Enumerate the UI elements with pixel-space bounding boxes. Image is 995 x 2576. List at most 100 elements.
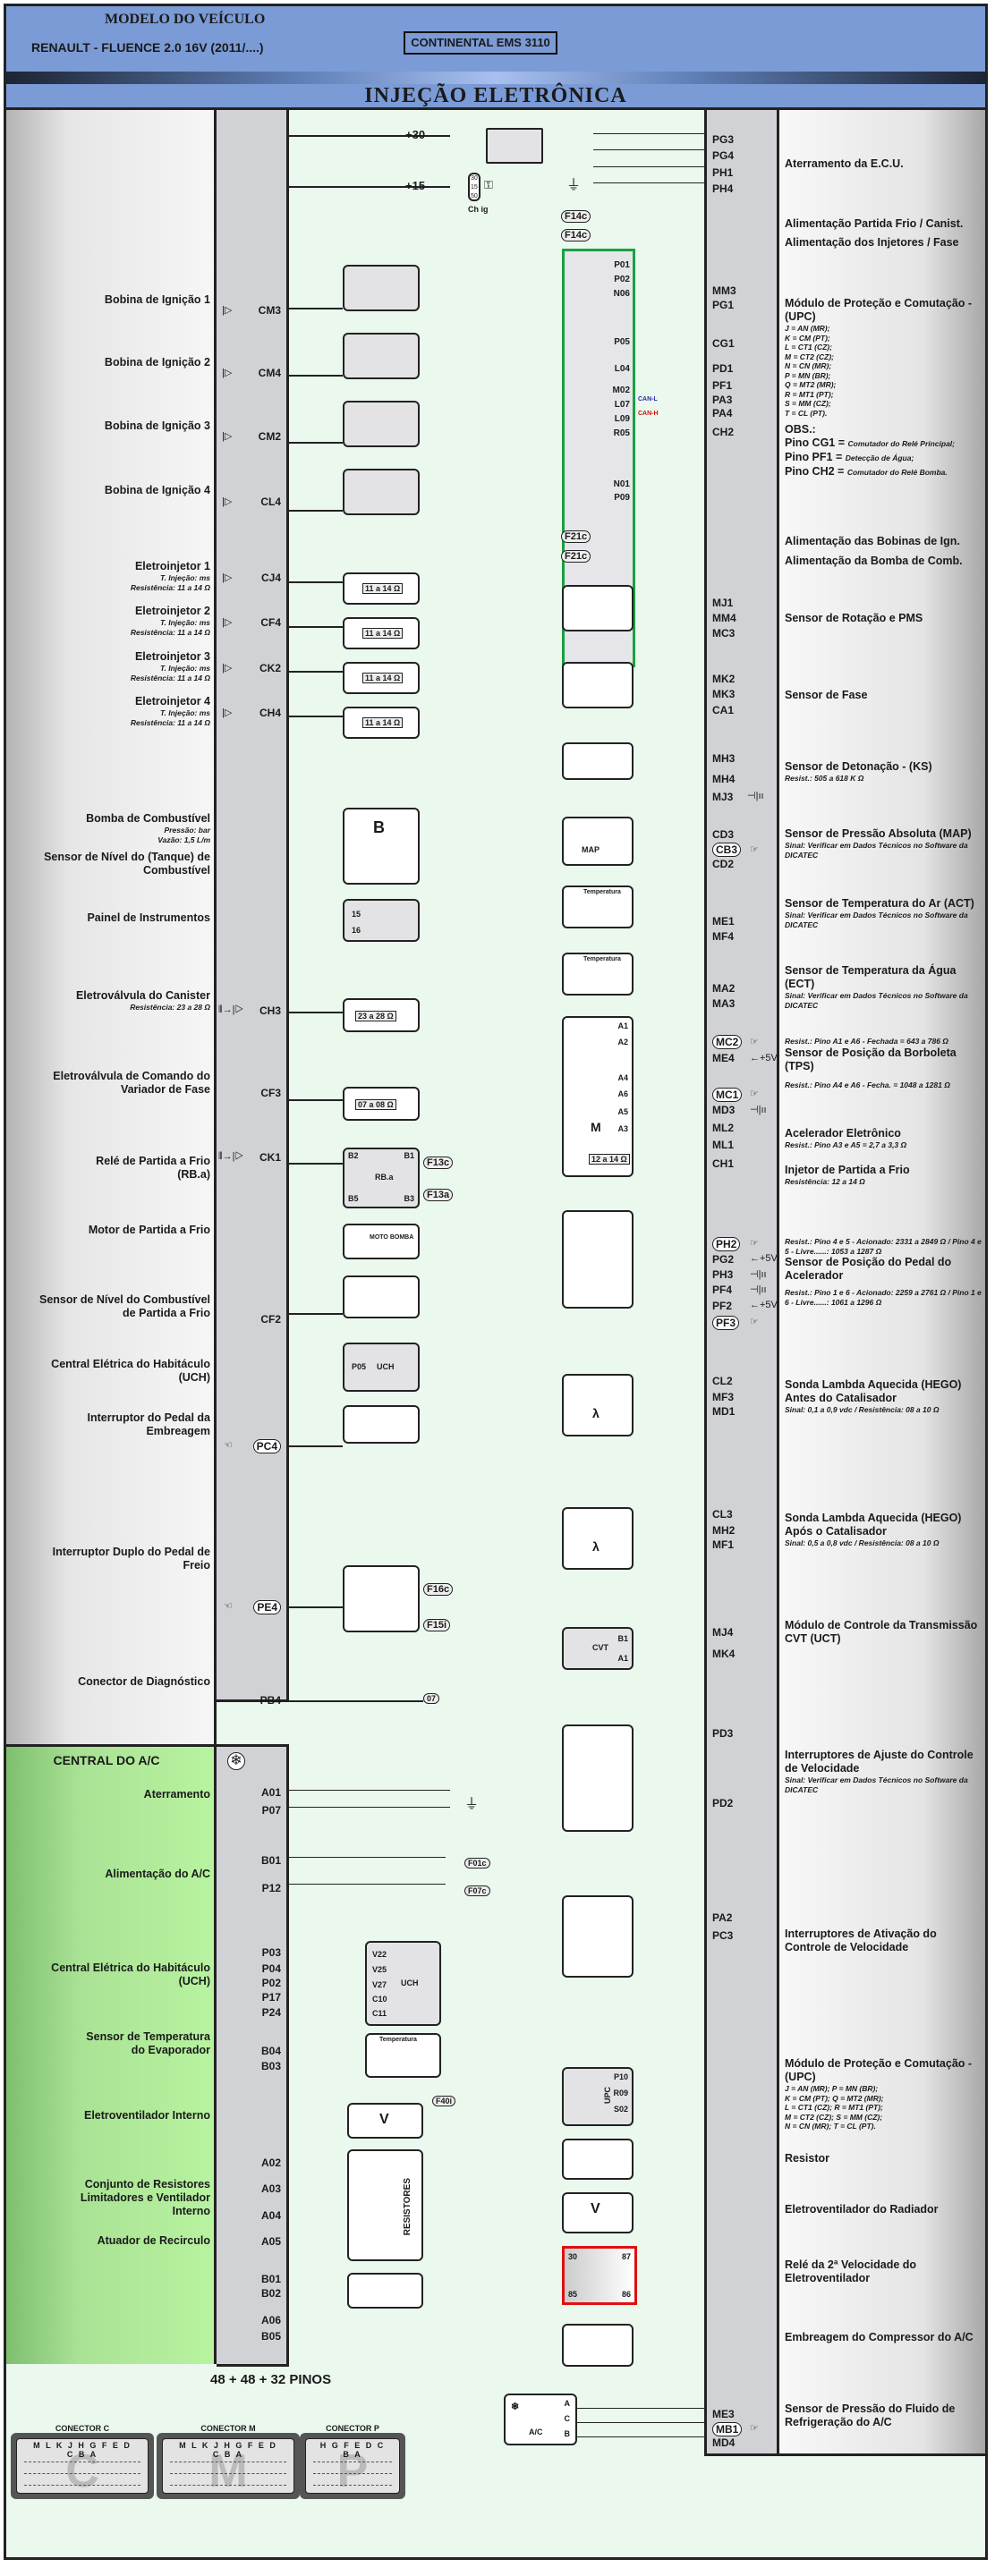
ac-component-label: Conjunto de Resistores Limitadores e Ven… — [80, 2178, 210, 2217]
component-label: Interruptor Duplo do Pedal de Freio — [52, 1546, 210, 1572]
pin-label: B03 — [260, 2060, 281, 2072]
component-label: Conector de Diagnóstico — [78, 1675, 210, 1688]
pin-label: A02 — [260, 2157, 281, 2169]
pedal-position-sensor — [562, 1210, 634, 1309]
ignition-output-icon: |▷ — [222, 368, 233, 378]
pin-label: MJ1 — [712, 597, 734, 609]
ground-pwm-icon: ⫴→|▷ — [218, 1004, 244, 1015]
pin-label: MM3 — [712, 284, 736, 297]
pin-label: ME4 — [712, 1052, 735, 1064]
diagnostic-connector: 07 — [423, 1693, 440, 1704]
fuse: F07c — [464, 1885, 490, 1896]
clutch-pedal-switch — [343, 1405, 420, 1444]
ignition-switch-label: Ch ig — [468, 205, 489, 214]
pin-label: P24 — [261, 2006, 281, 2019]
component-label: Alimentação dos Injetores / Fase — [785, 236, 959, 249]
injector-4: 11 a 14 Ω — [343, 707, 420, 739]
pin-label: PH2 — [712, 1237, 741, 1251]
component-label: Painel de Instrumentos — [87, 911, 210, 924]
wire — [289, 1012, 343, 1013]
pin-label: CB3 — [712, 843, 742, 857]
wire — [289, 1099, 343, 1101]
component-label: Alimentação das Bobinas de Ign. — [785, 535, 960, 547]
wire — [289, 186, 450, 188]
crank-sensor — [562, 585, 634, 631]
fuse: F16c — [423, 1583, 454, 1596]
pin-label: P12 — [261, 1882, 281, 1894]
pin-label: MF4 — [712, 930, 734, 943]
pin-label: MC1 — [712, 1088, 743, 1102]
wire — [289, 1884, 446, 1885]
pin-label: PD1 — [712, 362, 734, 375]
component-label: Módulo de Proteção e Comutação - (UPC) — [785, 297, 973, 323]
plus5v-icon: ←+5V — [750, 1253, 778, 1264]
component-label: Interruptores de Ajuste do Controle de V… — [785, 1749, 974, 1794]
pin-label: PA3 — [712, 394, 733, 406]
ignition-coil-3 — [343, 401, 420, 447]
throttle-body: A1 A2 A4 A6 A5 A3 M 12 a 14 Ω — [562, 1016, 634, 1177]
ground-pwm-icon: ⫴→|▷ — [218, 1151, 244, 1162]
ac-pressure-sensor: ❄ A/C A C B — [504, 2394, 577, 2445]
vehicle-name: RENAULT - FLUENCE 2.0 16V (2011/....) — [31, 40, 264, 55]
ground-wire — [593, 149, 704, 150]
ground-symbol-icon: ⏚ — [566, 178, 582, 193]
pin-label: PF2 — [712, 1300, 733, 1312]
pin-label: ML2 — [712, 1122, 734, 1134]
pin-label: CH1 — [712, 1157, 735, 1170]
pin-label: PF3 — [712, 1316, 740, 1330]
component-label: Sensor de Pressão do Fluido de Refrigera… — [785, 2402, 956, 2428]
cruise-adjust-switches — [562, 1724, 634, 1832]
pin-label: CF3 — [260, 1087, 281, 1099]
ground-icon: ⊣|ıı — [750, 1269, 767, 1280]
ground-wire — [289, 1807, 450, 1808]
wire — [289, 308, 343, 309]
injector-3: 11 a 14 Ω — [343, 662, 420, 694]
component-label: Bobina de Ignição 3 — [104, 419, 210, 432]
wire — [289, 1700, 423, 1702]
pin-label: PG4 — [712, 149, 735, 162]
component-label: Sensor de Nível do (Tanque) de Combustív… — [44, 851, 210, 877]
pin-label: PD3 — [712, 1727, 734, 1740]
wire — [289, 135, 450, 137]
pin-label: A03 — [260, 2182, 281, 2195]
cruise-activation-switches — [562, 1895, 634, 1978]
component-label: Resistor — [785, 2152, 830, 2165]
recirculation-actuator — [347, 2273, 423, 2309]
pin-label: CD3 — [712, 828, 735, 841]
left-component-column: Bobina de Ignição 1 Bobina de Ignição 2 … — [6, 110, 217, 1744]
brake-pedal-switch — [343, 1565, 420, 1632]
component-label: Resist.: Pino 4 e 5 - Acionado: 2331 a 2… — [785, 1237, 982, 1307]
pin-label: B05 — [260, 2330, 281, 2343]
pin-label: PA4 — [712, 407, 733, 419]
ground-icon: ⊣|ıı — [750, 1105, 767, 1115]
cold-start-level-sensor — [343, 1275, 420, 1318]
pin-label: CM4 — [258, 367, 281, 379]
evaporator-temp-sensor: Temperatura — [365, 2033, 441, 2078]
pin-label: B01 — [260, 1854, 281, 1867]
pin-label: PG2 — [712, 1253, 735, 1266]
wire — [577, 2422, 704, 2423]
pin-label: CL4 — [260, 496, 281, 508]
pin-label: MC2 — [712, 1035, 743, 1049]
pin-label: MH3 — [712, 752, 736, 765]
component-label: Resist.: Pino A1 e A6 - Fechada = 643 a … — [785, 1037, 957, 1089]
component-label: Central Elétrica do Habitáculo (UCH) — [51, 1358, 210, 1384]
header: MODELO DO VEÍCULO RENAULT - FLUENCE 2.0 … — [6, 6, 985, 78]
cvt-module: CVT B1 A1 — [562, 1627, 634, 1670]
ac-component-label: Eletroventilador Interno — [84, 2109, 210, 2122]
injector-output-icon: |▷ — [222, 663, 233, 674]
fuse: F01c — [464, 1858, 490, 1868]
pin-label: MK2 — [712, 673, 736, 685]
upc-block: Módulo de Proteção e Comutação - (UPC) J… — [785, 297, 973, 478]
pin-label: MH4 — [712, 773, 736, 785]
pin-label: PH1 — [712, 166, 734, 179]
pin-label: CM3 — [258, 304, 281, 317]
pin-label: A05 — [260, 2235, 281, 2248]
can-h-label: CAN-H — [638, 411, 659, 417]
pin-label: ME3 — [712, 2408, 735, 2420]
pin-label: MK4 — [712, 1648, 736, 1660]
